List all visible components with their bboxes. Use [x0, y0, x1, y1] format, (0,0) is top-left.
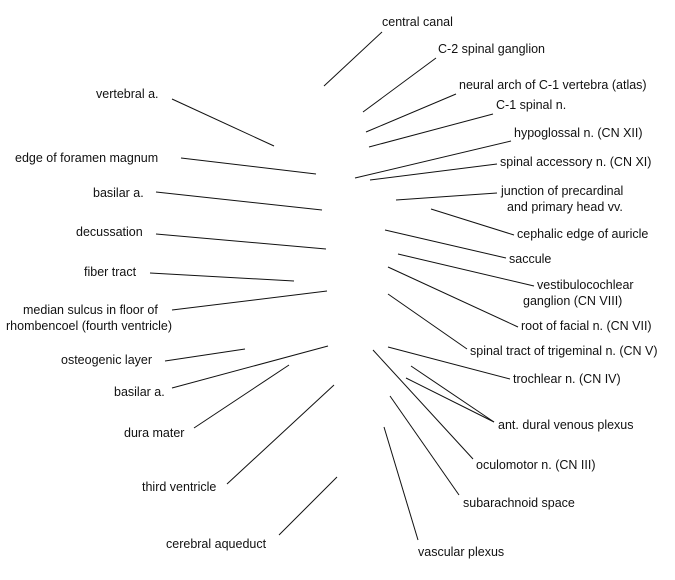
leader-third-ventricle	[226, 384, 335, 485]
label-spinal-tract-trigeminal: spinal tract of trigeminal n. (CN V)	[470, 344, 658, 358]
leader-junction	[395, 192, 498, 201]
leader-c2-spinal-ganglion	[362, 57, 437, 113]
label-c1-spinal-n: C-1 spinal n.	[496, 98, 566, 112]
label-fiber-tract: fiber tract	[84, 265, 137, 279]
label-cephalic-edge-auricle: cephalic edge of auricle	[517, 227, 648, 241]
label-hypoglossal-n: hypoglossal n. (CN XII)	[514, 126, 643, 140]
leader-hypoglossal-n	[354, 140, 512, 179]
leader-oculomotor-n	[372, 349, 474, 460]
leader-root-facial-n	[387, 266, 519, 328]
label-vascular-plexus: vascular plexus	[418, 545, 504, 559]
label-third-ventricle: third ventricle	[142, 480, 216, 494]
leader-vascular-plexus	[383, 426, 419, 541]
label-osteogenic-layer: osteogenic layer	[61, 353, 152, 367]
label-basilar-a-lower: basilar a.	[114, 385, 165, 399]
leader-basilar-a-lower	[171, 345, 329, 389]
leader-ant-dural-venous-plexus-a	[410, 365, 495, 423]
label-dura-mater: dura mater	[124, 426, 184, 440]
label-vestibulocochlear-line1: vestibulocochlear	[537, 278, 634, 292]
label-junction-line2: and primary head vv.	[507, 200, 623, 214]
label-c2-spinal-ganglion: C-2 spinal ganglion	[438, 42, 545, 56]
leader-central-canal	[323, 31, 383, 87]
leader-trochlear-n	[387, 346, 511, 380]
label-saccule: saccule	[509, 252, 551, 266]
leader-cerebral-aqueduct	[278, 476, 338, 536]
label-median-sulcus-line1: median sulcus in floor of	[23, 303, 158, 317]
leader-saccule	[384, 229, 507, 259]
leader-ant-dural-venous-plexus-b	[405, 377, 495, 423]
label-median-sulcus-line2: rhombencoel (fourth ventricle)	[6, 319, 172, 333]
leader-fiber-tract	[149, 272, 295, 282]
label-junction-line1: junction of precardinal	[500, 184, 623, 198]
label-oculomotor-n: oculomotor n. (CN III)	[476, 458, 595, 472]
leader-spinal-accessory-n	[369, 163, 498, 181]
label-cerebral-aqueduct: cerebral aqueduct	[166, 537, 267, 551]
label-decussation: decussation	[76, 225, 143, 239]
leader-subarachnoid-space	[389, 395, 460, 496]
label-root-facial-n: root of facial n. (CN VII)	[521, 319, 652, 333]
leader-osteogenic-layer	[164, 348, 246, 362]
label-edge-foramen-magnum: edge of foramen magnum	[15, 151, 158, 165]
leader-c1-spinal-n	[368, 113, 494, 148]
leader-neural-arch-c1	[365, 93, 457, 133]
label-central-canal: central canal	[382, 15, 453, 29]
label-trochlear-n: trochlear n. (CN IV)	[513, 372, 621, 386]
label-neural-arch-c1: neural arch of C-1 vertebra (atlas)	[459, 78, 647, 92]
leader-decussation	[155, 233, 327, 250]
label-spinal-accessory-n: spinal accessory n. (CN XI)	[500, 155, 651, 169]
label-subarachnoid-space: subarachnoid space	[463, 496, 575, 510]
label-vestibulocochlear-line2: ganglion (CN VIII)	[523, 294, 622, 308]
leader-vertebral-a	[171, 98, 275, 147]
leader-edge-foramen-magnum	[180, 157, 317, 175]
leader-median-sulcus	[171, 290, 328, 311]
leader-dura-mater	[193, 364, 290, 429]
leader-basilar-a-upper	[155, 191, 323, 211]
leader-vestibulocochlear	[397, 253, 535, 287]
label-vertebral-a: vertebral a.	[96, 87, 159, 101]
label-ant-dural-venous-plexus: ant. dural venous plexus	[498, 418, 634, 432]
leader-spinal-tract-trigeminal	[387, 293, 468, 350]
label-basilar-a-upper: basilar a.	[93, 186, 144, 200]
leader-cephalic-edge-auricle	[430, 208, 515, 236]
